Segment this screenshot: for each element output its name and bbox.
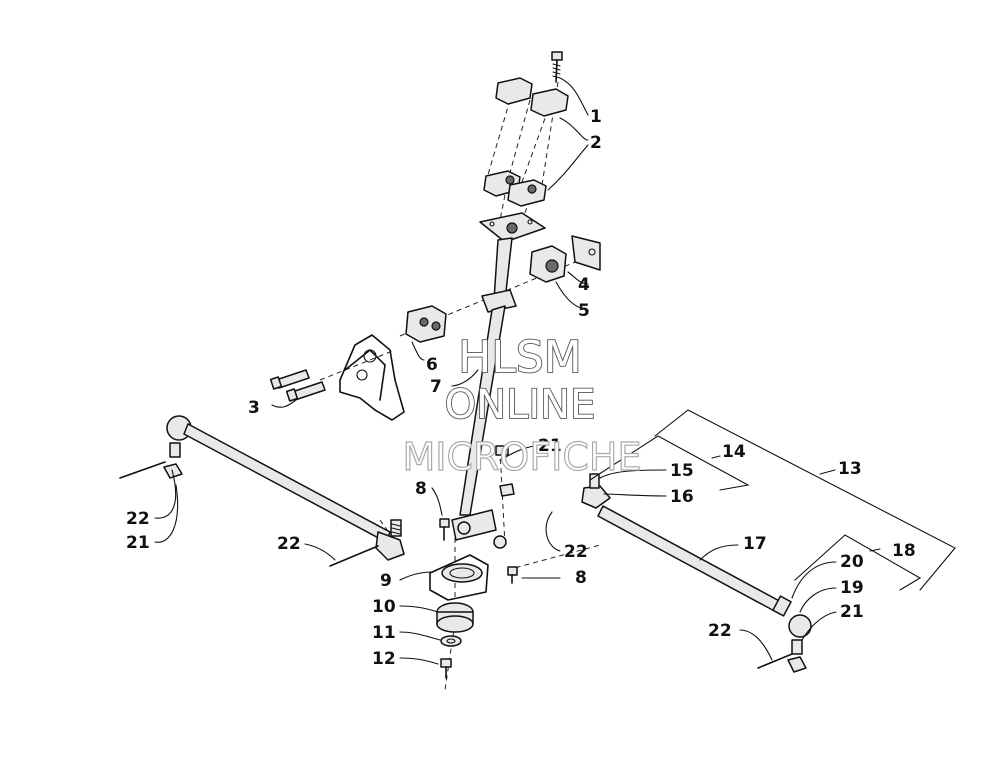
callout-20: 20: [840, 552, 864, 572]
callout-21-column: 21: [538, 436, 562, 456]
watermark-line-2: ONLINE: [445, 382, 596, 428]
left-tie-rod: [119, 415, 405, 567]
callout-8: 8: [415, 479, 427, 499]
watermark: HLSM ONLINE MICROFICHE: [402, 331, 642, 480]
callout-3: 3: [248, 398, 260, 418]
callout-17: 17: [743, 534, 767, 554]
callout-11: 11: [372, 623, 396, 643]
callout-22-left-upper: 22: [126, 509, 150, 529]
upper-clamps: [483, 77, 569, 207]
callout-22-left-lower: 22: [277, 534, 301, 554]
callout-16: 16: [670, 487, 694, 507]
lower-bearing-parts: [429, 554, 489, 679]
callout-4: 4: [578, 275, 590, 295]
bolts-3: [269, 369, 326, 402]
callout-9: 9: [380, 571, 392, 591]
callout-8b: 8: [575, 568, 587, 588]
callout-5: 5: [578, 301, 590, 321]
callout-labels: 1 2 3 4 5 6 7 8 8 9 10 11 12 13 14 15 16…: [126, 107, 916, 669]
steering-column: [451, 212, 546, 549]
callout-6: 6: [426, 355, 438, 375]
callout-21-left: 21: [126, 533, 150, 553]
watermark-line-3: MICROFICHE: [402, 435, 641, 479]
callout-12: 12: [372, 649, 396, 669]
callout-22-right: 22: [708, 621, 732, 641]
callout-7: 7: [430, 377, 442, 397]
callout-22-center: 22: [564, 542, 588, 562]
callout-2: 2: [590, 133, 602, 153]
callout-14: 14: [722, 442, 746, 462]
bolt-1: [551, 51, 563, 83]
callout-13: 13: [838, 459, 862, 479]
leader-lines: [154, 77, 837, 665]
callout-15: 15: [670, 461, 694, 481]
frame-bracket: [339, 334, 405, 421]
right-tie-rod: [581, 473, 812, 673]
watermark-line-1: HLSM: [458, 332, 582, 383]
callout-21-right: 21: [840, 602, 864, 622]
callout-1: 1: [590, 107, 602, 127]
assembly-brackets: [589, 409, 956, 591]
bushing-block-6: [405, 305, 447, 343]
callout-19: 19: [840, 578, 864, 598]
callout-10: 10: [372, 597, 396, 617]
nut-21-column: [495, 445, 515, 497]
bolts-8: [439, 518, 518, 584]
bushing-block-4: [529, 235, 601, 283]
callout-18: 18: [892, 541, 916, 561]
